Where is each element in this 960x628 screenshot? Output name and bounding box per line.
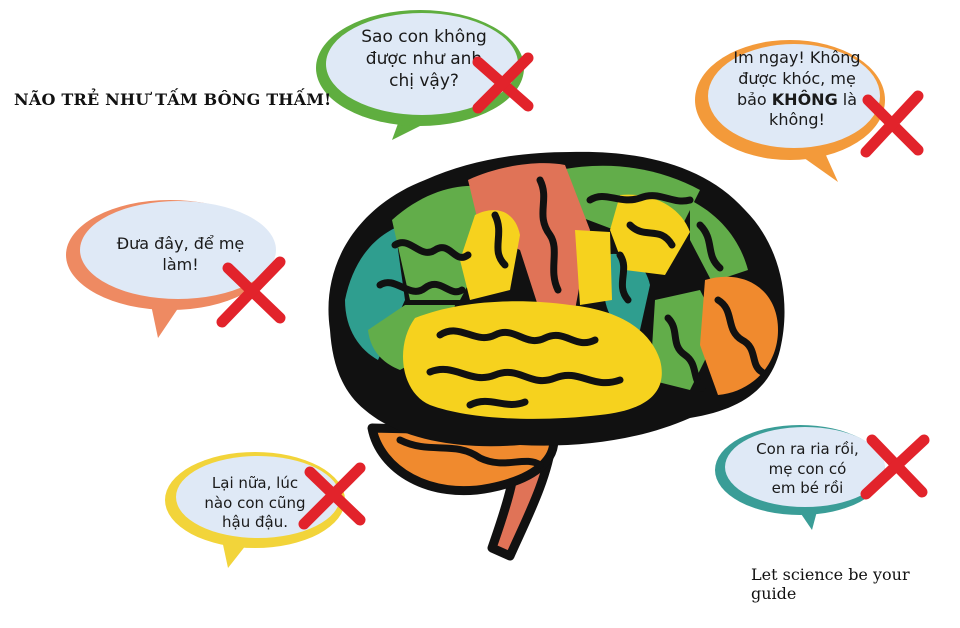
cross-icon (860, 434, 930, 500)
bubble-text-left: Đưa đây, để mẹ làm! (116, 234, 245, 274)
cross-icon (216, 256, 286, 328)
cross-icon (860, 90, 924, 158)
headline: NÃO TRẺ NHƯ TẤM BÔNG THẤM! (14, 90, 332, 109)
tagline: Let science be your guide (751, 565, 910, 603)
bubble-text-bottom-left: Lại nữa, lúc nào con cũng hậu đậu. (204, 474, 306, 531)
bubble-text-top: Sao con không được như anh chị vậy? (361, 27, 487, 92)
bubble-text-top-right: Im ngay! Không được khóc, mẹ bảo KHÔNG l… (733, 48, 861, 130)
brain-illustration (328, 151, 785, 561)
speech-bubble-bottom-right (715, 425, 885, 530)
cross-icon (298, 462, 366, 530)
speech-bubble-top (316, 10, 524, 140)
cross-icon (472, 52, 534, 114)
bubble-text-bottom-right: Con ra ria rồi, mẹ con có em bé rồi (756, 440, 859, 497)
speech-bubble-top-right (695, 40, 885, 182)
